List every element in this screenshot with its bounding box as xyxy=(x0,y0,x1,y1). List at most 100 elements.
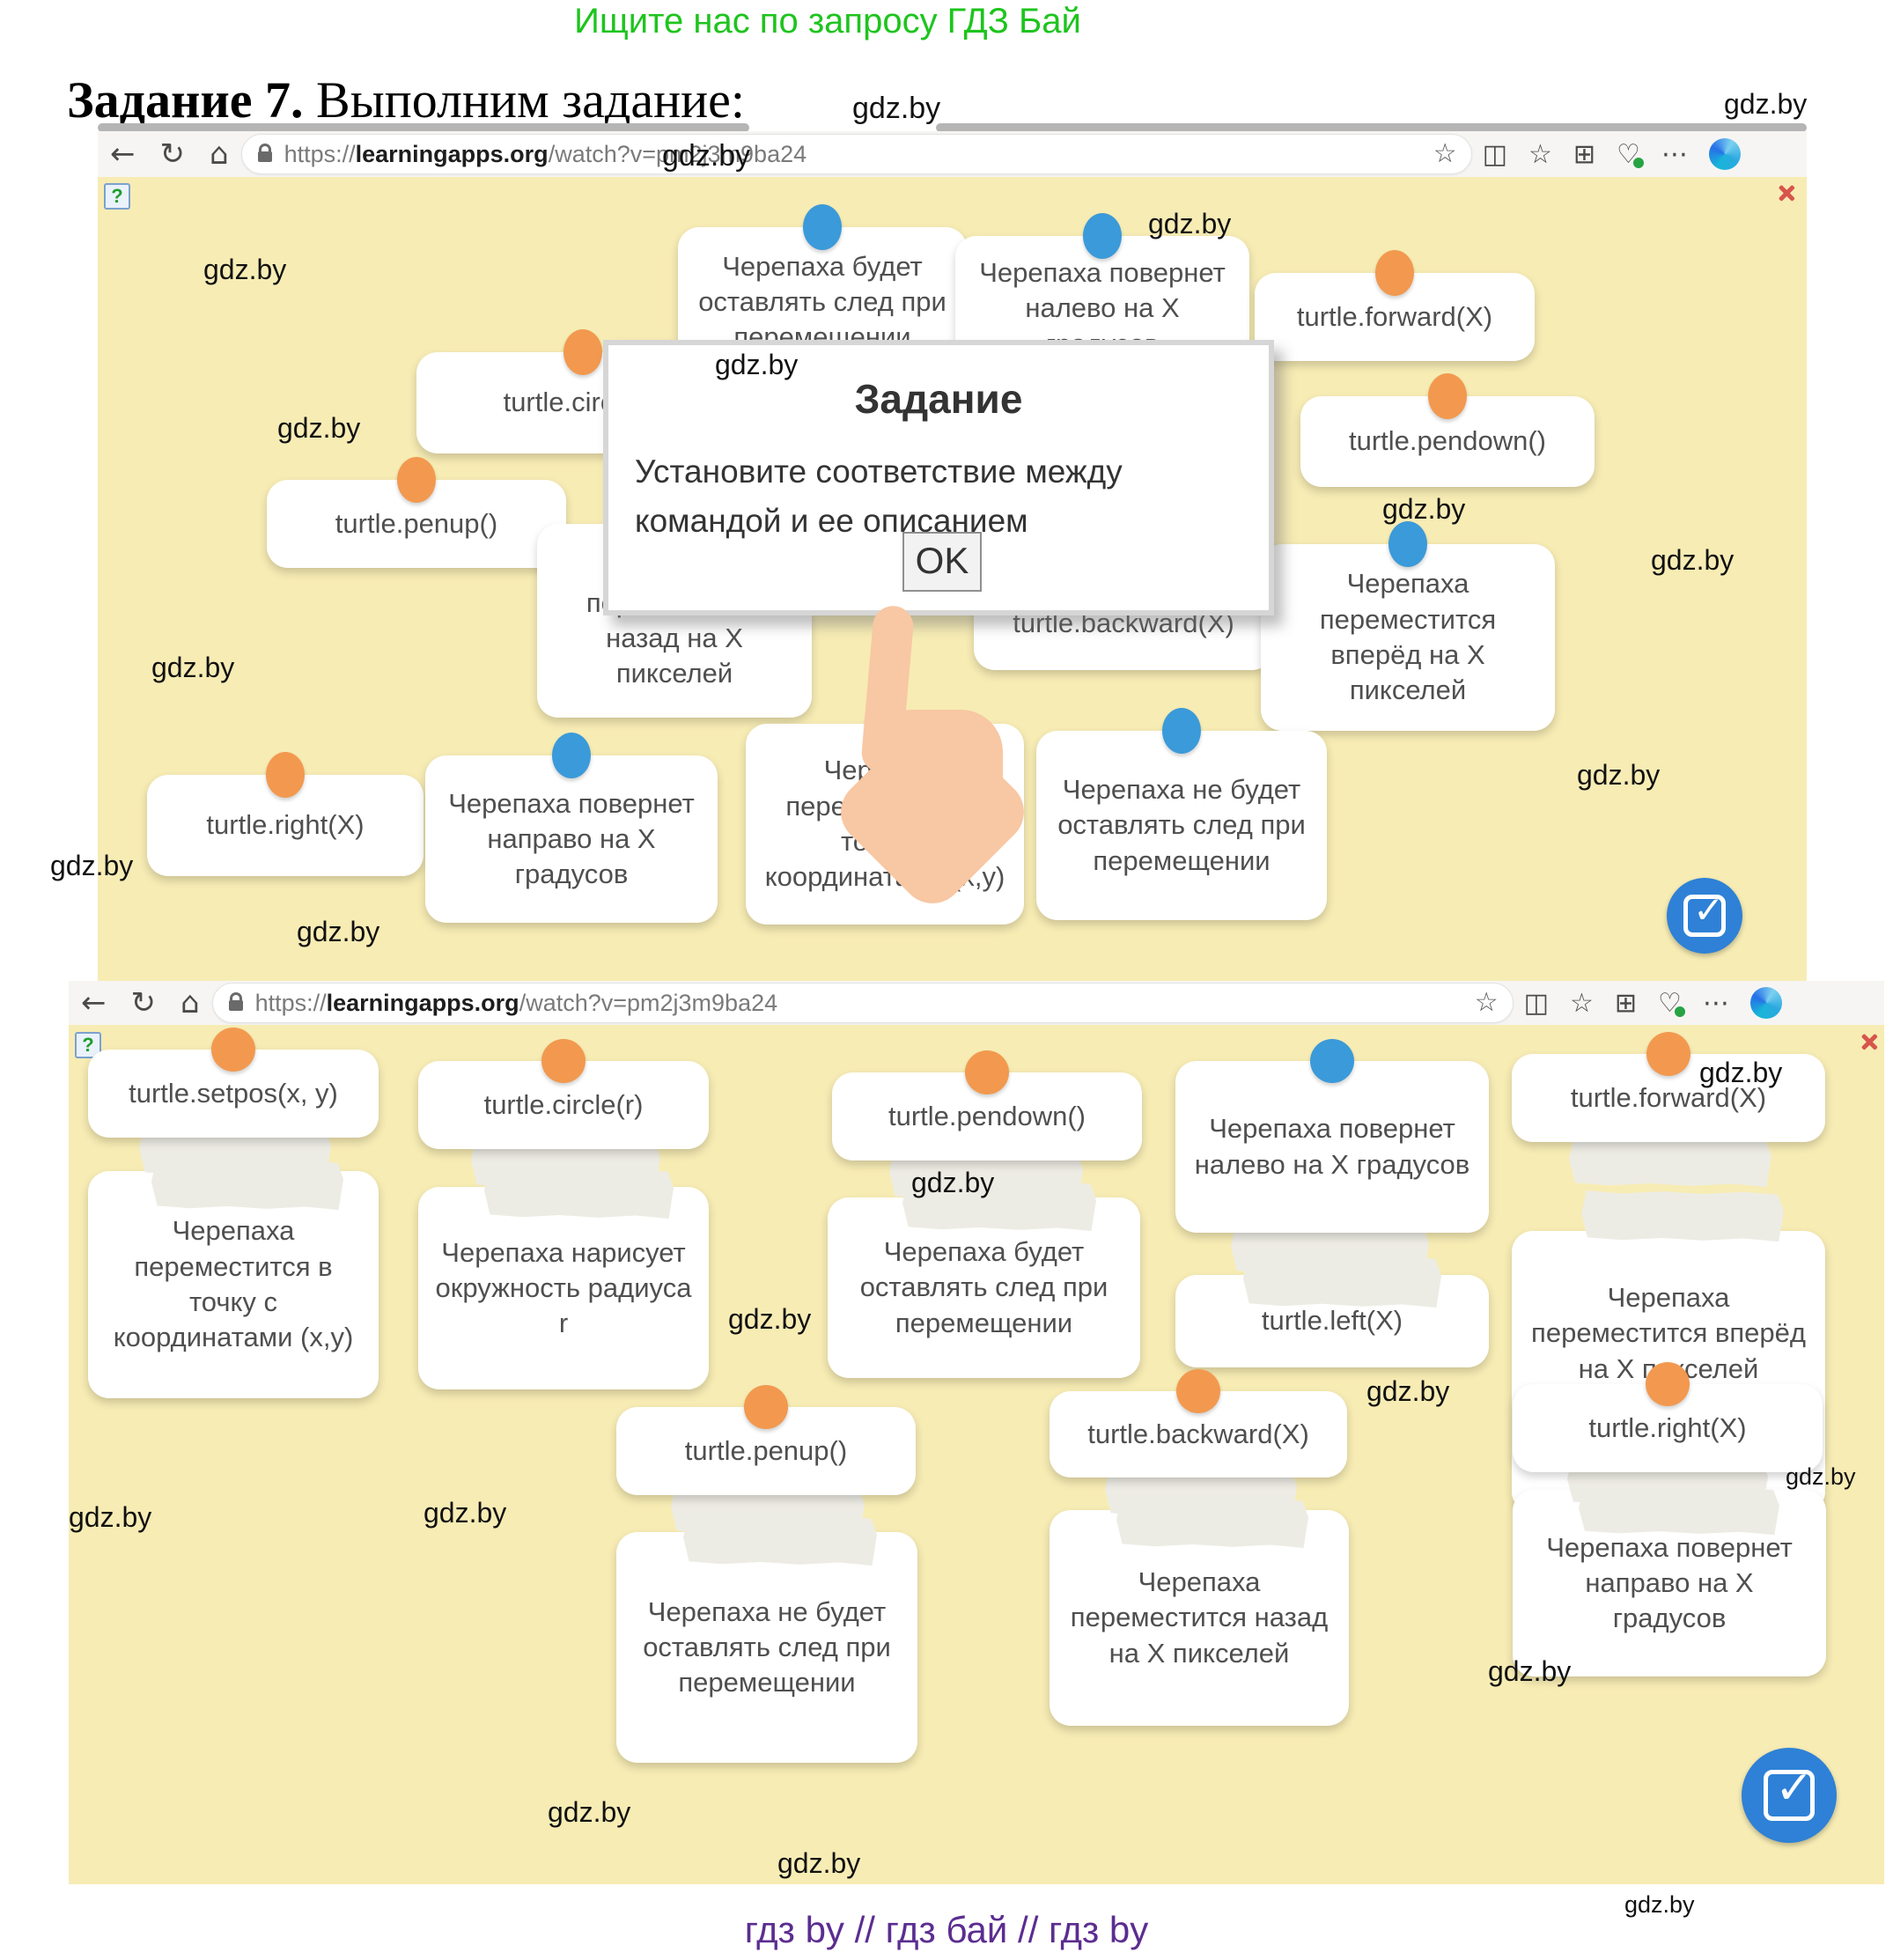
reload-icon[interactable]: ↻ xyxy=(130,985,157,1021)
card-label: turtle.right(X) xyxy=(1588,1411,1747,1443)
card-label: Черепаха переместится вперёд на X пиксел… xyxy=(1319,568,1497,706)
browser-toolbar: ← ↻ ⌂ https://learningapps.org/watch?v=p… xyxy=(98,131,1807,178)
watermark: gdz.by xyxy=(1724,88,1808,120)
tape-connector xyxy=(151,1159,343,1210)
matched-description-card[interactable]: Черепаха повернет направо на X градусов xyxy=(1513,1490,1826,1676)
browser-essentials-icon[interactable]: ♡ xyxy=(1658,987,1687,1019)
more-menu-icon[interactable]: ⋯ xyxy=(1702,987,1729,1019)
url-domain: learningapps.org xyxy=(355,140,549,167)
card-label: turtle.penup() xyxy=(684,1434,848,1466)
pin-dot xyxy=(541,1039,586,1083)
collections-icon[interactable]: ☆ xyxy=(1569,987,1594,1019)
lock-icon xyxy=(228,992,243,1011)
match-card[interactable]: turtle.pendown() xyxy=(1300,373,1595,487)
tape-connector xyxy=(1579,1486,1779,1535)
card-label: turtle.forward(X) xyxy=(1570,1081,1767,1113)
card-label: Черепаха переместится назад на X пикселе… xyxy=(1070,1566,1329,1669)
matched-command-card[interactable]: turtle.pendown() xyxy=(832,1050,1142,1161)
home-icon[interactable]: ⌂ xyxy=(210,136,229,172)
matched-command-card[interactable]: turtle.penup() xyxy=(616,1385,916,1495)
page-title-number: Задание 7. xyxy=(67,71,304,129)
pin-dot xyxy=(803,204,842,250)
card-label: Черепаха не будет оставлять след при пер… xyxy=(1057,774,1306,876)
window-top-edge xyxy=(936,123,1807,132)
tape-connector xyxy=(902,1180,1096,1231)
reload-icon[interactable]: ↻ xyxy=(159,136,186,172)
matched-description-card[interactable]: Черепаха нарисует окружность радиуса r xyxy=(418,1187,709,1389)
split-screen-icon[interactable]: ◫ xyxy=(1523,987,1549,1019)
dialog-body: Установите соответствие между командой и… xyxy=(635,453,1123,539)
matched-command-card[interactable]: turtle.circle(r) xyxy=(418,1039,709,1149)
collections-icon[interactable]: ☆ xyxy=(1528,138,1552,170)
url-scheme: https:// xyxy=(284,140,356,167)
back-icon[interactable]: ← xyxy=(81,985,107,1021)
favorite-star-icon[interactable]: ☆ xyxy=(1433,138,1457,169)
watermark: gdz.by xyxy=(203,254,287,285)
watermark: gdz.by xyxy=(1786,1463,1856,1490)
submit-answer-button[interactable]: ✓ xyxy=(1742,1748,1837,1843)
pin-dot xyxy=(552,733,591,778)
watermark: gdz.by xyxy=(50,850,134,881)
matched-description-card[interactable]: Черепаха не будет оставлять след при пер… xyxy=(616,1532,917,1763)
url-text[interactable]: https://learningapps.org/watch?v=pm2j3m9… xyxy=(284,141,807,168)
watermark: gdz.by xyxy=(1699,1057,1783,1088)
submit-answer-button[interactable]: ✓ xyxy=(1667,878,1742,954)
card-label: turtle.left(X) xyxy=(1261,1305,1403,1337)
card-label: turtle.circle(r) xyxy=(483,1088,644,1120)
tape-connector xyxy=(1243,1255,1441,1308)
matched-command-card[interactable]: turtle.setpos(x, y) xyxy=(88,1028,379,1138)
card-label: Черепаха будет оставлять след при переме… xyxy=(859,1236,1109,1338)
url-path: /watch?v=pm2j3m9ba24 xyxy=(548,140,807,167)
watermark: gdz.by xyxy=(1148,208,1232,239)
address-bar[interactable]: https://learningapps.org/watch?v=pm2j3m9… xyxy=(211,983,1514,1023)
match-card[interactable]: Черепаха повернет направо на X градусов xyxy=(425,733,718,923)
more-menu-icon[interactable]: ⋯ xyxy=(1661,138,1688,170)
matched-command-card[interactable]: turtle.forward(X) xyxy=(1512,1032,1825,1142)
ok-button[interactable]: OK xyxy=(902,532,982,592)
pin-dot xyxy=(965,1050,1009,1094)
pin-dot xyxy=(1162,708,1201,754)
favorite-star-icon[interactable]: ☆ xyxy=(1474,987,1499,1018)
tab-actions-icon[interactable]: ⊞ xyxy=(1614,987,1637,1019)
hand-cursor xyxy=(828,604,1037,917)
card-label: turtle.pendown() xyxy=(888,1100,1086,1131)
tape-connector xyxy=(484,1168,674,1219)
pin-dot xyxy=(1388,521,1427,567)
help-icon[interactable]: ? xyxy=(75,1032,101,1058)
match-card[interactable]: turtle.penup() xyxy=(267,457,566,568)
url-text[interactable]: https://learningapps.org/watch?v=pm2j3m9… xyxy=(255,990,778,1017)
matched-description-card[interactable]: Черепаха будет оставлять след при переме… xyxy=(828,1197,1140,1378)
match-card[interactable]: Черепаха переместится вперёд на X пиксел… xyxy=(1261,521,1555,731)
tab-actions-icon[interactable]: ⊞ xyxy=(1573,138,1595,170)
match-card[interactable]: turtle.right(X) xyxy=(147,752,424,876)
matched-description-card[interactable]: Черепаха повернет налево на X градусов xyxy=(1175,1039,1489,1233)
copilot-icon[interactable] xyxy=(1708,138,1741,170)
home-icon[interactable]: ⌂ xyxy=(180,985,200,1021)
matched-command-card[interactable]: turtle.right(X) xyxy=(1513,1362,1823,1472)
back-icon[interactable]: ← xyxy=(110,136,136,172)
pin-dot xyxy=(563,329,602,375)
browser-essentials-icon[interactable]: ♡ xyxy=(1617,138,1646,170)
copilot-icon[interactable] xyxy=(1749,987,1782,1019)
watermark: gdz.by xyxy=(911,1167,995,1198)
pin-dot xyxy=(1310,1039,1354,1083)
address-bar[interactable]: https://learningapps.org/watch?v=pm2j3m9… xyxy=(240,134,1472,174)
card-label: turtle.forward(X) xyxy=(1296,300,1493,332)
check-icon: ✓ xyxy=(1693,888,1725,932)
card-label: Черепаха не будет оставлять след при пер… xyxy=(643,1595,891,1698)
match-card[interactable]: turtle.forward(X) xyxy=(1255,250,1535,361)
help-icon[interactable]: ? xyxy=(104,183,130,210)
card-label: turtle.setpos(x, y) xyxy=(129,1077,338,1109)
match-card[interactable]: Черепаха не будет оставлять след при пер… xyxy=(1036,708,1327,920)
matched-command-card[interactable]: turtle.backward(X) xyxy=(1050,1369,1347,1477)
promo-banner: Ищите нас по запросу ГДЗ Бай xyxy=(574,2,1081,41)
card-label: turtle.backward(X) xyxy=(1087,1418,1309,1449)
watermark: gdz.by xyxy=(1488,1655,1572,1687)
lock-icon xyxy=(257,144,272,162)
card-label: turtle.right(X) xyxy=(206,809,365,841)
url-domain: learningapps.org xyxy=(326,989,519,1016)
watermark: gdz.by xyxy=(1366,1375,1450,1407)
tape-connector xyxy=(1581,1190,1784,1242)
split-screen-icon[interactable]: ◫ xyxy=(1482,138,1507,170)
